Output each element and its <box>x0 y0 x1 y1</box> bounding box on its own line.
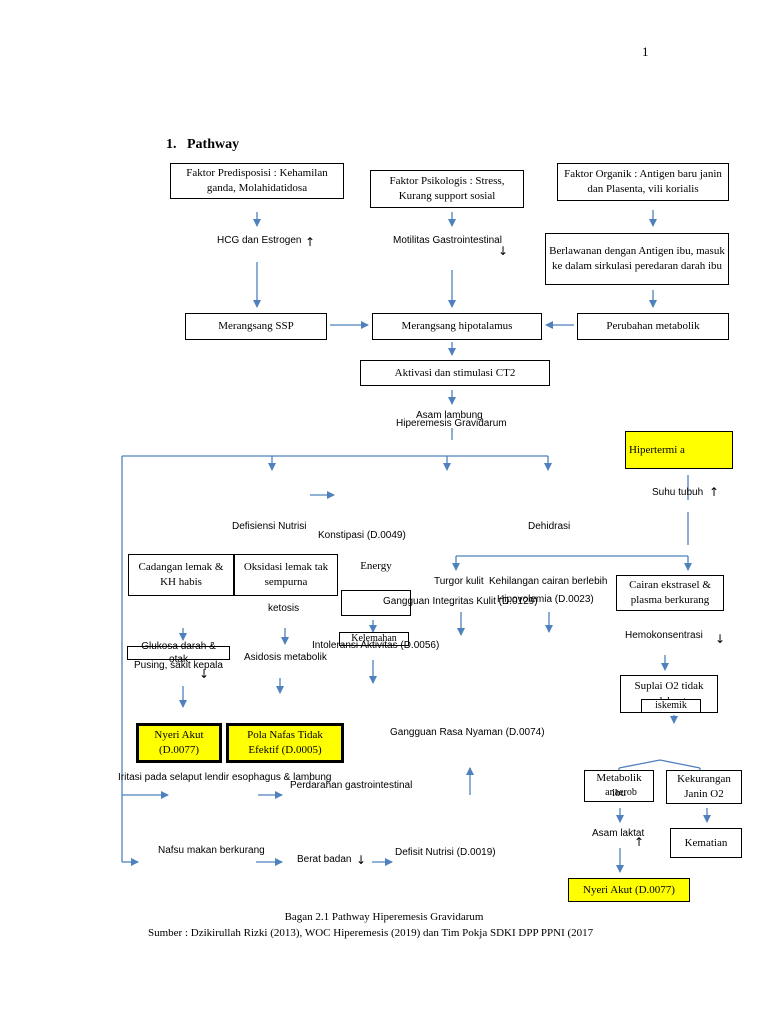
down-indicator-icon: ↓ <box>356 853 367 867</box>
box-nyeri-akut-2: Nyeri Akut (D.0077) <box>568 878 690 902</box>
box-merangsang-ssp: Merangsang SSP <box>185 313 327 340</box>
label-pusing-sakit-kepala: Pusing, sakit kepala <box>134 660 223 671</box>
box-kekurangan-o2-janin: Kekurangan Janin O2 <box>666 770 742 804</box>
box-perubahan-metabolik: Perubahan metabolik <box>577 313 729 340</box>
label-konstipasi: Konstipasi (D.0049) <box>318 530 406 541</box>
figure-caption: Bagan 2.1 Pathway Hiperemesis Gravidarum <box>284 911 484 923</box>
label-gangguan-integritas-kulit: Gangguan Integritas Kulit (D.0129) <box>383 596 538 607</box>
label-intoleransi-aktivitas: Intoleransi Aktivitas (D.0056) <box>312 640 440 651</box>
label-hcg-estrogen: HCG dan Estrogen <box>217 235 302 246</box>
label-defisit-nutrisi: Defisit Nutrisi (D.0019) <box>395 847 496 858</box>
box-nyeri-akut-1: Nyeri Akut (D.0077) <box>136 723 222 763</box>
up-indicator-icon: ↑ <box>305 235 316 249</box>
label-asam-laktat: Asam laktat <box>592 828 645 839</box>
flow-line <box>659 759 701 769</box>
label-berat-badan: Berat badan <box>297 854 352 865</box>
box-iskemik: iskemik <box>641 699 701 713</box>
label-asidosis-metabolik: Asidosis metabolik <box>244 652 327 663</box>
label-ketosis: ketosis <box>268 603 300 614</box>
box-cadangan-lemak: Cadangan lemak & KH habis <box>128 554 234 596</box>
box-cairan-ekstrasel: Cairan ekstrasel & plasma berkurang <box>616 575 724 611</box>
section-heading: 1. Pathway <box>166 137 240 152</box>
box-pola-nafas: Pola Nafas Tidak Efektif (D.0005) <box>226 723 344 763</box>
box-kematian: Kematian <box>670 828 742 858</box>
box-faktor-predisposisi: Faktor Predisposisi : Kehamilan ganda, M… <box>170 163 344 199</box>
label-suhu-tubuh: Suhu tubuh <box>652 487 704 498</box>
box-merangsang-hipotalamus: Merangsang hipotalamus <box>372 313 542 340</box>
label-anaerob: anaerob <box>605 787 637 799</box>
page-number: 1 <box>642 44 649 59</box>
box-hipertermia: Hipertermi a <box>625 431 733 469</box>
label-hemokonsentrasi: Hemokonsentrasi <box>625 630 703 641</box>
flow-line <box>618 759 661 769</box>
label-energy: Energy <box>360 559 392 572</box>
box-berlawanan-antigen: Berlawanan dengan Antigen ibu, masuk ke … <box>545 233 729 285</box>
figure-source: Sumber : Dzikirullah Rizki (2013), WOC H… <box>148 927 594 939</box>
label-turgor-kulit: Turgor kulit <box>434 576 484 587</box>
down-indicator-icon: ↓ <box>715 632 726 646</box>
label-motilitas: Motilitas Gastrointestinal <box>393 235 502 246</box>
label-kehilangan-cairan: Kehilangan cairan berlebih <box>489 576 608 587</box>
box-metabolik-ibu: Metabolik ibu <box>584 770 654 802</box>
down-indicator-icon: ↓ <box>498 244 509 258</box>
up-indicator-icon: ↑ <box>634 835 645 849</box>
label-asam-lambung: Asam lambung <box>416 410 483 421</box>
label-nafsu-makan: Nafsu makan berkurang <box>158 845 265 856</box>
up-indicator-icon: ↑ <box>709 485 720 499</box>
box-suplai-o2: Suplai O2 tidak adekuat <box>620 675 718 713</box>
box-energy-outline <box>341 590 411 616</box>
box-faktor-psikologis: Faktor Psikologis : Stress, Kurang suppo… <box>370 170 524 208</box>
label-dehidrasi: Dehidrasi <box>528 521 571 532</box>
box-glukosa-darah: Glukosa darah & otak <box>127 641 230 665</box>
box-oksidasi-lemak: Oksidasi lemak tak sempurna <box>234 554 338 596</box>
down-indicator-icon: ↓ <box>199 667 210 681</box>
label-iritasi-selaput: Iritasi pada selaput lendir esophagus & … <box>118 772 332 783</box>
label-hiperemesis: Hiperemesis Gravidarum <box>396 418 507 429</box>
label-defisiensi-nutrisi: Defisiensi Nutrisi <box>232 521 307 532</box>
box-kelemahan: Kelemahan <box>339 632 409 646</box>
box-faktor-organik: Faktor Organik : Antigen baru janin dan … <box>557 163 729 201</box>
box-aktivasi-ct2: Aktivasi dan stimulasi CT2 <box>360 360 550 386</box>
label-hipovolemia: Hipovolemia (D.0023) <box>497 594 594 605</box>
label-gangguan-rasa-nyaman: Gangguan Rasa Nyaman (D.0074) <box>390 727 545 738</box>
label-perdarahan-gastrointestinal: Perdarahan gastrointestinal <box>290 780 413 791</box>
